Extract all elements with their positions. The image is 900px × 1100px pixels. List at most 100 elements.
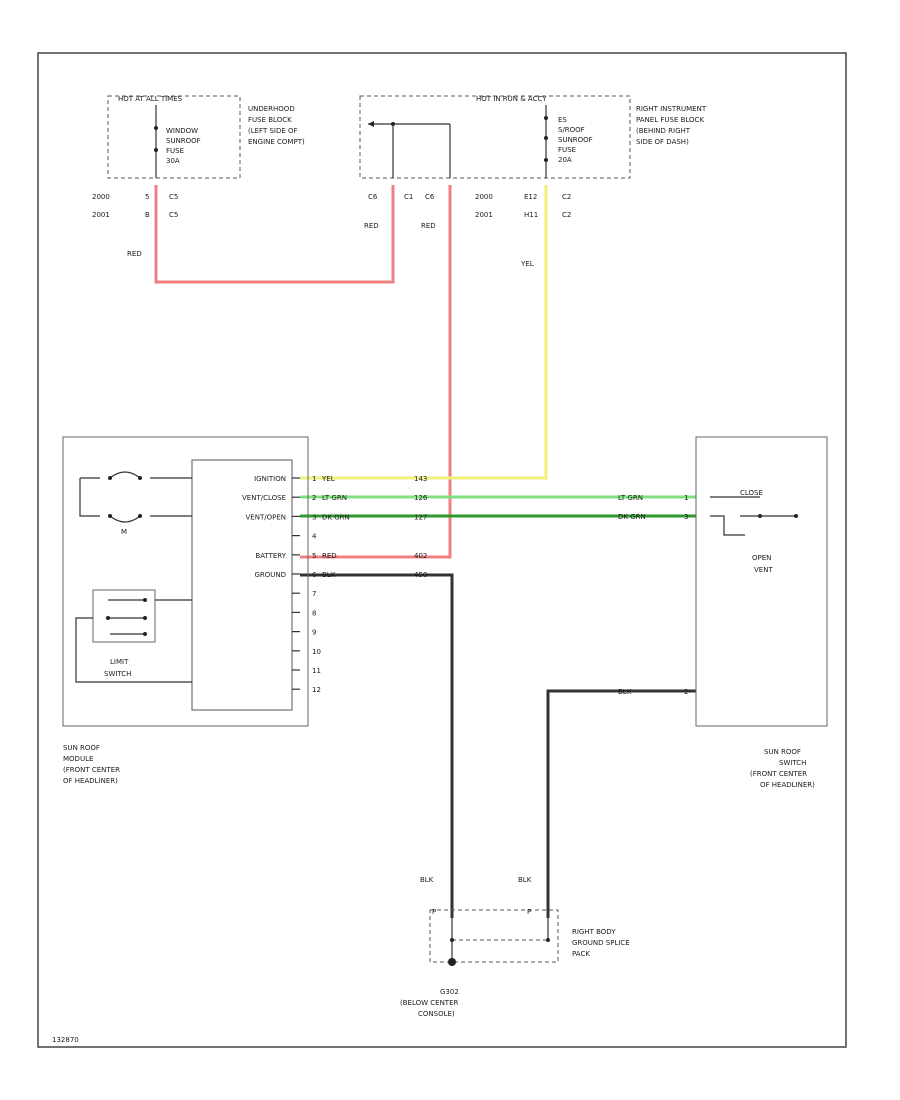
yellow-wire-ignition <box>300 185 548 480</box>
limit-node <box>143 598 147 602</box>
left-fuse-note: (LEFT SIDE OF <box>248 127 298 135</box>
right-fuse-rating: 20A <box>558 156 572 164</box>
switch-node <box>794 514 798 518</box>
wire-color: RED <box>364 222 379 230</box>
switch-name: SWITCH <box>779 759 806 767</box>
left-fuse-name: WINDOW <box>166 127 198 135</box>
black-wire-ground <box>300 573 454 918</box>
relay-lead <box>79 477 100 517</box>
switch-pin-wire: BLK <box>618 688 632 696</box>
relay-node <box>138 476 142 480</box>
module-name: MODULE <box>63 755 93 763</box>
right-fuse-header: HOT IN RUN & ACCY <box>476 95 547 103</box>
left-year: 2001 <box>92 211 110 219</box>
wire-color: RED <box>421 222 436 230</box>
module-pin-number: 4 <box>312 533 317 541</box>
relay-node <box>138 514 142 518</box>
underhood-fuse-block <box>107 95 241 179</box>
module-pin-number: 8 <box>312 609 316 617</box>
relay-label: M <box>121 528 127 536</box>
right-fuse-name: SUNROOF <box>558 136 593 144</box>
right-year: 2001 <box>475 211 493 219</box>
ground-splice-pack <box>429 909 559 963</box>
module-name: (FRONT CENTER <box>63 766 120 774</box>
right-fuse-dot <box>544 136 548 140</box>
right-pin: E12 <box>524 193 537 201</box>
open-label: OPEN <box>752 554 771 562</box>
module-pin-number: 9 <box>312 629 316 637</box>
module-pin-label: VENT/CLOSE <box>242 494 286 502</box>
splice-label: RIGHT BODY <box>572 928 616 936</box>
right-fuse-dot <box>544 158 548 162</box>
arrow-icon <box>368 121 374 127</box>
module-pin-wire: DK GRN <box>322 513 350 521</box>
limit-switch <box>92 589 156 643</box>
module-pin-wire: YEL <box>321 475 335 483</box>
relay-contact <box>109 471 141 479</box>
left-fuse-dot <box>154 148 158 152</box>
module-pin-number: 6 <box>312 571 317 579</box>
ground-name: G302 <box>440 988 459 996</box>
sunroof-module-outline <box>62 436 309 727</box>
splice-label: PACK <box>572 950 590 958</box>
relay-contact <box>109 515 141 523</box>
left-fuse-note: FUSE BLOCK <box>248 116 292 124</box>
left-wire-color: RED <box>127 250 142 258</box>
limit-node <box>143 632 147 636</box>
switch-pin-number: 3 <box>684 513 688 521</box>
sunroof-switch-outline <box>695 436 828 727</box>
module-pin-wire: LT GRN <box>322 494 347 502</box>
left-fuse-dot <box>154 126 158 130</box>
module-pin-circuit: 402 <box>414 552 427 560</box>
module-pin-circuit: 127 <box>414 513 427 521</box>
right-fuse-note: PANEL FUSE BLOCK <box>636 116 704 124</box>
module-pin-number: 7 <box>312 590 316 598</box>
right-connector: C1 <box>404 193 413 201</box>
left-fuse-rating: 30A <box>166 157 180 165</box>
switch-pin-number: 2 <box>684 688 688 696</box>
splice-label: GROUND SPLICE <box>572 939 630 947</box>
splice-pin: P <box>432 908 436 916</box>
ground-icon <box>448 958 456 966</box>
left-connector: C5 <box>169 211 178 219</box>
ground-name: CONSOLE) <box>418 1010 455 1018</box>
module-pin-number: 1 <box>312 475 316 483</box>
module-pin-number: 10 <box>312 648 321 656</box>
limit-label: LIMIT <box>110 658 129 666</box>
module-pin-label: IGNITION <box>254 475 286 483</box>
module-name: OF HEADLINER) <box>63 777 118 785</box>
module-pin-label: VENT/OPEN <box>246 513 286 521</box>
left-fuse-name: FUSE <box>166 147 184 155</box>
right-fuse-note: (BEHIND RIGHT <box>636 127 691 135</box>
module-pin-number: 5 <box>312 552 316 560</box>
left-fuse-name: SUNROOF <box>166 137 201 145</box>
right-fuse-name: S/ROOF <box>558 126 585 134</box>
close-label: CLOSE <box>740 489 763 497</box>
ground-wire-color: BLK <box>420 876 434 884</box>
black-wire-switch-ground <box>546 689 696 918</box>
right-fuse-name: ES <box>558 116 567 124</box>
limit-lead <box>75 617 192 683</box>
left-fuse-header: HOT AT ALL TIMES <box>118 95 183 103</box>
module-pin-circuit: 450 <box>414 571 427 579</box>
splice-dot <box>546 938 550 942</box>
switch-name: OF HEADLINER) <box>760 781 815 789</box>
splice-pin: P <box>527 908 531 916</box>
module-pin-number: 3 <box>312 513 316 521</box>
switch-name: SUN ROOF <box>764 748 801 756</box>
module-pin-label: BATTERY <box>255 552 286 560</box>
wire-color: YEL <box>520 260 534 268</box>
left-fuse-note: UNDERHOOD <box>248 105 295 113</box>
right-connector: C6 <box>368 193 378 201</box>
right-connector: C6 <box>425 193 435 201</box>
right-fuse-note: SIDE OF DASH) <box>636 138 689 146</box>
red-wire-fuse-link <box>154 185 395 284</box>
right-connector: C2 <box>562 193 571 201</box>
relay-node <box>108 514 112 518</box>
switch-node <box>758 514 762 518</box>
switch-lead <box>710 496 760 536</box>
diagram-frame <box>37 52 847 1048</box>
